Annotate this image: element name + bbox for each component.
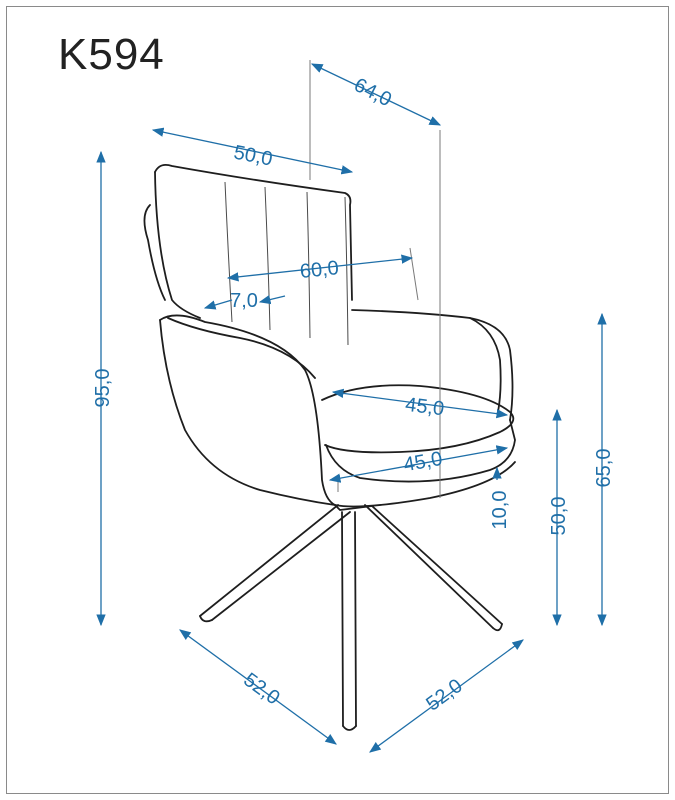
dim-seat-thickness: 10,0 bbox=[489, 491, 511, 530]
dimension-lines bbox=[96, 63, 607, 753]
dim-backrest-width-2: 60,0 bbox=[299, 257, 340, 283]
dim-seat-height: 50,0 bbox=[548, 497, 570, 536]
page-frame bbox=[6, 6, 669, 794]
dim-seat-depth: 45,0 bbox=[404, 394, 445, 421]
model-code: K594 bbox=[58, 30, 165, 79]
dim-height-total: 95,0 bbox=[92, 369, 114, 408]
dim-base-left: 52,0 bbox=[239, 669, 283, 710]
dim-overall-depth: 64,0 bbox=[350, 74, 395, 111]
dim-armrest-height: 65,0 bbox=[593, 449, 615, 488]
dim-backrest-width: 50,0 bbox=[232, 142, 274, 171]
dim-armrest-thickness: 7,0 bbox=[230, 290, 258, 312]
